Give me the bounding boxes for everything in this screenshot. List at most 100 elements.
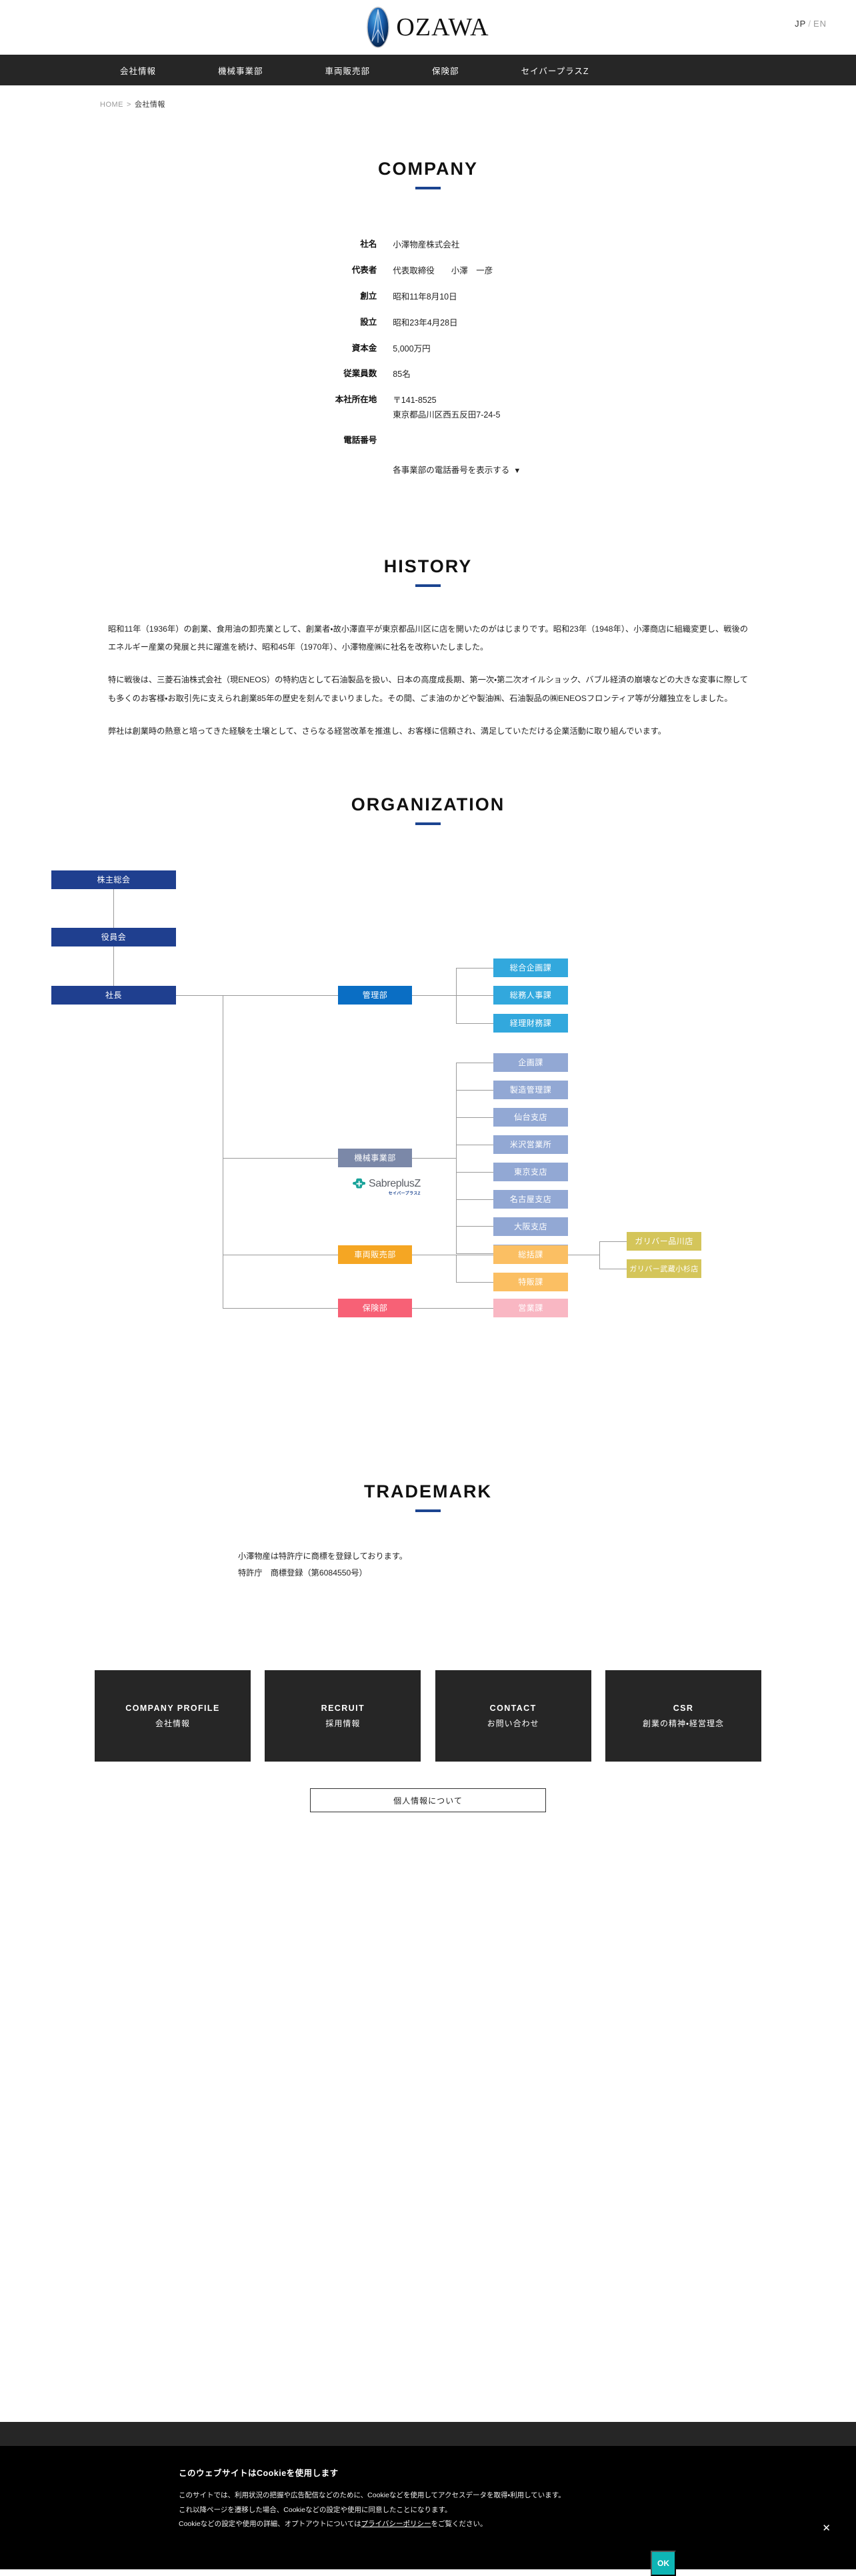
org-node-accounting-finance[interactable]: 経理財務課 [493,1013,568,1033]
org-node-yonezawa-office[interactable]: 米沢営業所 [493,1135,568,1154]
org-node-label: 株主総会 [97,875,131,885]
card-company-profile[interactable]: COMPANY PROFILE 会社情報 [95,1670,251,1762]
card-title-en: CSR [673,1703,694,1713]
org-node-sendai-branch[interactable]: 仙台支店 [493,1107,568,1127]
org-line [223,1157,338,1159]
org-line [113,888,114,928]
org-node-shareholders[interactable]: 株主総会 [51,870,176,889]
lang-jp[interactable]: JP [795,19,807,29]
breadcrumb-current: 会社情報 [134,101,165,109]
phone-numbers-toggle[interactable]: 各事業部の電話番号を表示する▼ [393,466,521,475]
org-node-vehicle-dept[interactable]: 車両販売部 [338,1245,412,1264]
lang-en[interactable]: EN [813,19,827,29]
history-body: 昭和11年（1936年）の創業、食用油の卸売業として、創業者・故小澤直平が東京都… [95,620,761,741]
history-heading: HISTORY [383,556,473,576]
row-value-employees: 85名 [393,370,411,380]
row-label-headquarters: 本社所在地 [335,395,377,405]
company-heading-rule [415,187,441,189]
org-line [456,1254,457,1282]
sabreplusz-cross-icon [353,1178,365,1189]
trademark-heading: TRADEMARK [364,1481,492,1501]
phone-toggle-label: 各事業部の電話番号を表示する [393,465,510,475]
breadcrumb: HOME >会社情報 [0,85,856,109]
org-node-admin-dept[interactable]: 管理部 [338,985,412,1005]
privacy-policy-link[interactable]: プライバシーポリシー [361,2520,431,2529]
card-csr[interactable]: CSR 創業の精神・経営理念 [605,1670,761,1762]
org-node-label: 社長 [105,991,122,1001]
main-navigation: 会社情報 機械事業部 車両販売部 保険部 セイバープラスZ [0,55,856,85]
org-node-nagoya-branch[interactable]: 名古屋支店 [493,1189,568,1209]
org-line [411,995,457,996]
org-node-machinery-dept[interactable]: 機械事業部 [338,1148,412,1167]
row-value-capital: 5,000万円 [393,344,431,354]
language-switcher[interactable]: JP/EN [795,19,827,29]
org-node-gulliver-musashikosugi[interactable]: ガリバー武蔵小杉店 [627,1259,701,1278]
row-value-founded: 昭和11年8月10日 [393,291,457,301]
org-node-special-sales[interactable]: 特販課 [493,1272,568,1291]
quicklink-cards-section: COMPANY PROFILE 会社情報 RECRUIT 採用情報 CONTAC… [0,1582,856,1813]
org-line [456,1253,494,1254]
trademark-title-block: TRADEMARK [0,1481,856,1512]
cookie-accept-button[interactable]: OK [651,2551,676,2576]
organization-title-block: ORGANIZATION [0,794,856,825]
sabreplusz-name: SabreplusZ [369,1178,421,1190]
nav-item-company[interactable]: 会社情報 [120,66,157,76]
org-line [456,1117,494,1118]
org-node-insurance-dept[interactable]: 保険部 [338,1298,412,1317]
org-line [113,945,114,986]
row-value-established: 昭和23年4月28日 [393,317,458,328]
row-label-representative: 代表者 [351,265,377,275]
site-logo[interactable]: OZAWA [367,7,489,48]
row-value-phone: 各事業部の電話番号を表示する▼ [393,434,521,493]
org-node-label: 役員会 [101,932,127,942]
trademark-line-1: 小澤物産は特許庁に商標を登録しております。 [238,1551,407,1561]
table-row: 代表者 代表取締役 小澤 一彦 [335,264,521,279]
org-node-label: 製造管理課 [509,1085,552,1095]
org-line [456,1062,457,1253]
cookie-banner-text: このサイトでは、利用状況の把握や広告配信などのために、Cookieなどを使用して… [179,2489,579,2532]
org-node-general-affairs-hr[interactable]: 総務人事課 [493,985,568,1005]
card-title-jp: 創業の精神・経営理念 [642,1718,725,1728]
org-node-osaka-branch[interactable]: 大阪支店 [493,1217,568,1236]
close-icon[interactable]: ✕ [822,2523,831,2534]
org-node-label: 機械事業部 [354,1153,396,1163]
org-line [599,1241,627,1242]
card-recruit[interactable]: RECRUIT 採用情報 [265,1670,421,1762]
org-node-label: 車両販売部 [354,1250,396,1260]
org-node-insurance-sales[interactable]: 営業課 [493,1298,568,1317]
nav-item-machinery[interactable]: 機械事業部 [218,66,263,76]
row-label-founded: 創立 [360,291,377,301]
nav-item-sabreplusz[interactable]: セイバープラスZ [521,66,589,76]
row-label-established: 設立 [360,317,377,327]
org-line [456,1225,494,1227]
trademark-heading-rule [415,1509,441,1512]
org-node-planning[interactable]: 企画課 [493,1053,568,1072]
chevron-down-icon: ▼ [513,466,521,475]
logo-wordmark: OZAWA [396,13,489,41]
company-section: COMPANY 社名 小澤物産株式会社 代表者 代表取締役 小澤 一彦 創立 昭… [0,109,856,504]
org-node-board[interactable]: 役員会 [51,927,176,946]
sabreplusz-wordmark: SabreplusZ セイバープラスZ [369,1178,421,1196]
privacy-policy-button[interactable]: 個人情報について [310,1788,546,1813]
history-paragraph-1: 昭和11年（1936年）の創業、食用油の卸売業として、創業者・故小澤直平が東京都… [108,624,748,652]
org-node-label: ガリバー品川店 [635,1237,693,1247]
org-node-label: 経理財務課 [509,1019,552,1029]
org-line [456,1023,494,1024]
nav-item-vehicle[interactable]: 車両販売部 [325,66,371,76]
cookie-text-line-3-post: をご覧ください。 [431,2520,487,2529]
org-node-tokyo-branch[interactable]: 東京支店 [493,1162,568,1181]
org-node-label: 総括課 [518,1250,543,1260]
nav-item-insurance[interactable]: 保険部 [432,66,459,76]
card-contact[interactable]: CONTACT お問い合わせ [435,1670,591,1762]
org-node-general-planning[interactable]: 総合企画課 [493,958,568,977]
breadcrumb-separator: > [127,101,131,109]
org-node-gulliver-shinagawa[interactable]: ガリバー品川店 [627,1231,701,1251]
org-node-label: 保険部 [362,1303,388,1313]
breadcrumb-home[interactable]: HOME [100,101,123,109]
table-row: 設立 昭和23年4月28日 [335,316,521,331]
org-node-general-division[interactable]: 総括課 [493,1245,568,1264]
row-value-representative: 代表取締役 小澤 一彦 [393,265,493,275]
sabreplusz-logo[interactable]: SabreplusZ セイバープラスZ [353,1178,421,1196]
org-node-manufacturing-mgmt[interactable]: 製造管理課 [493,1080,568,1099]
org-node-president[interactable]: 社長 [51,985,176,1005]
